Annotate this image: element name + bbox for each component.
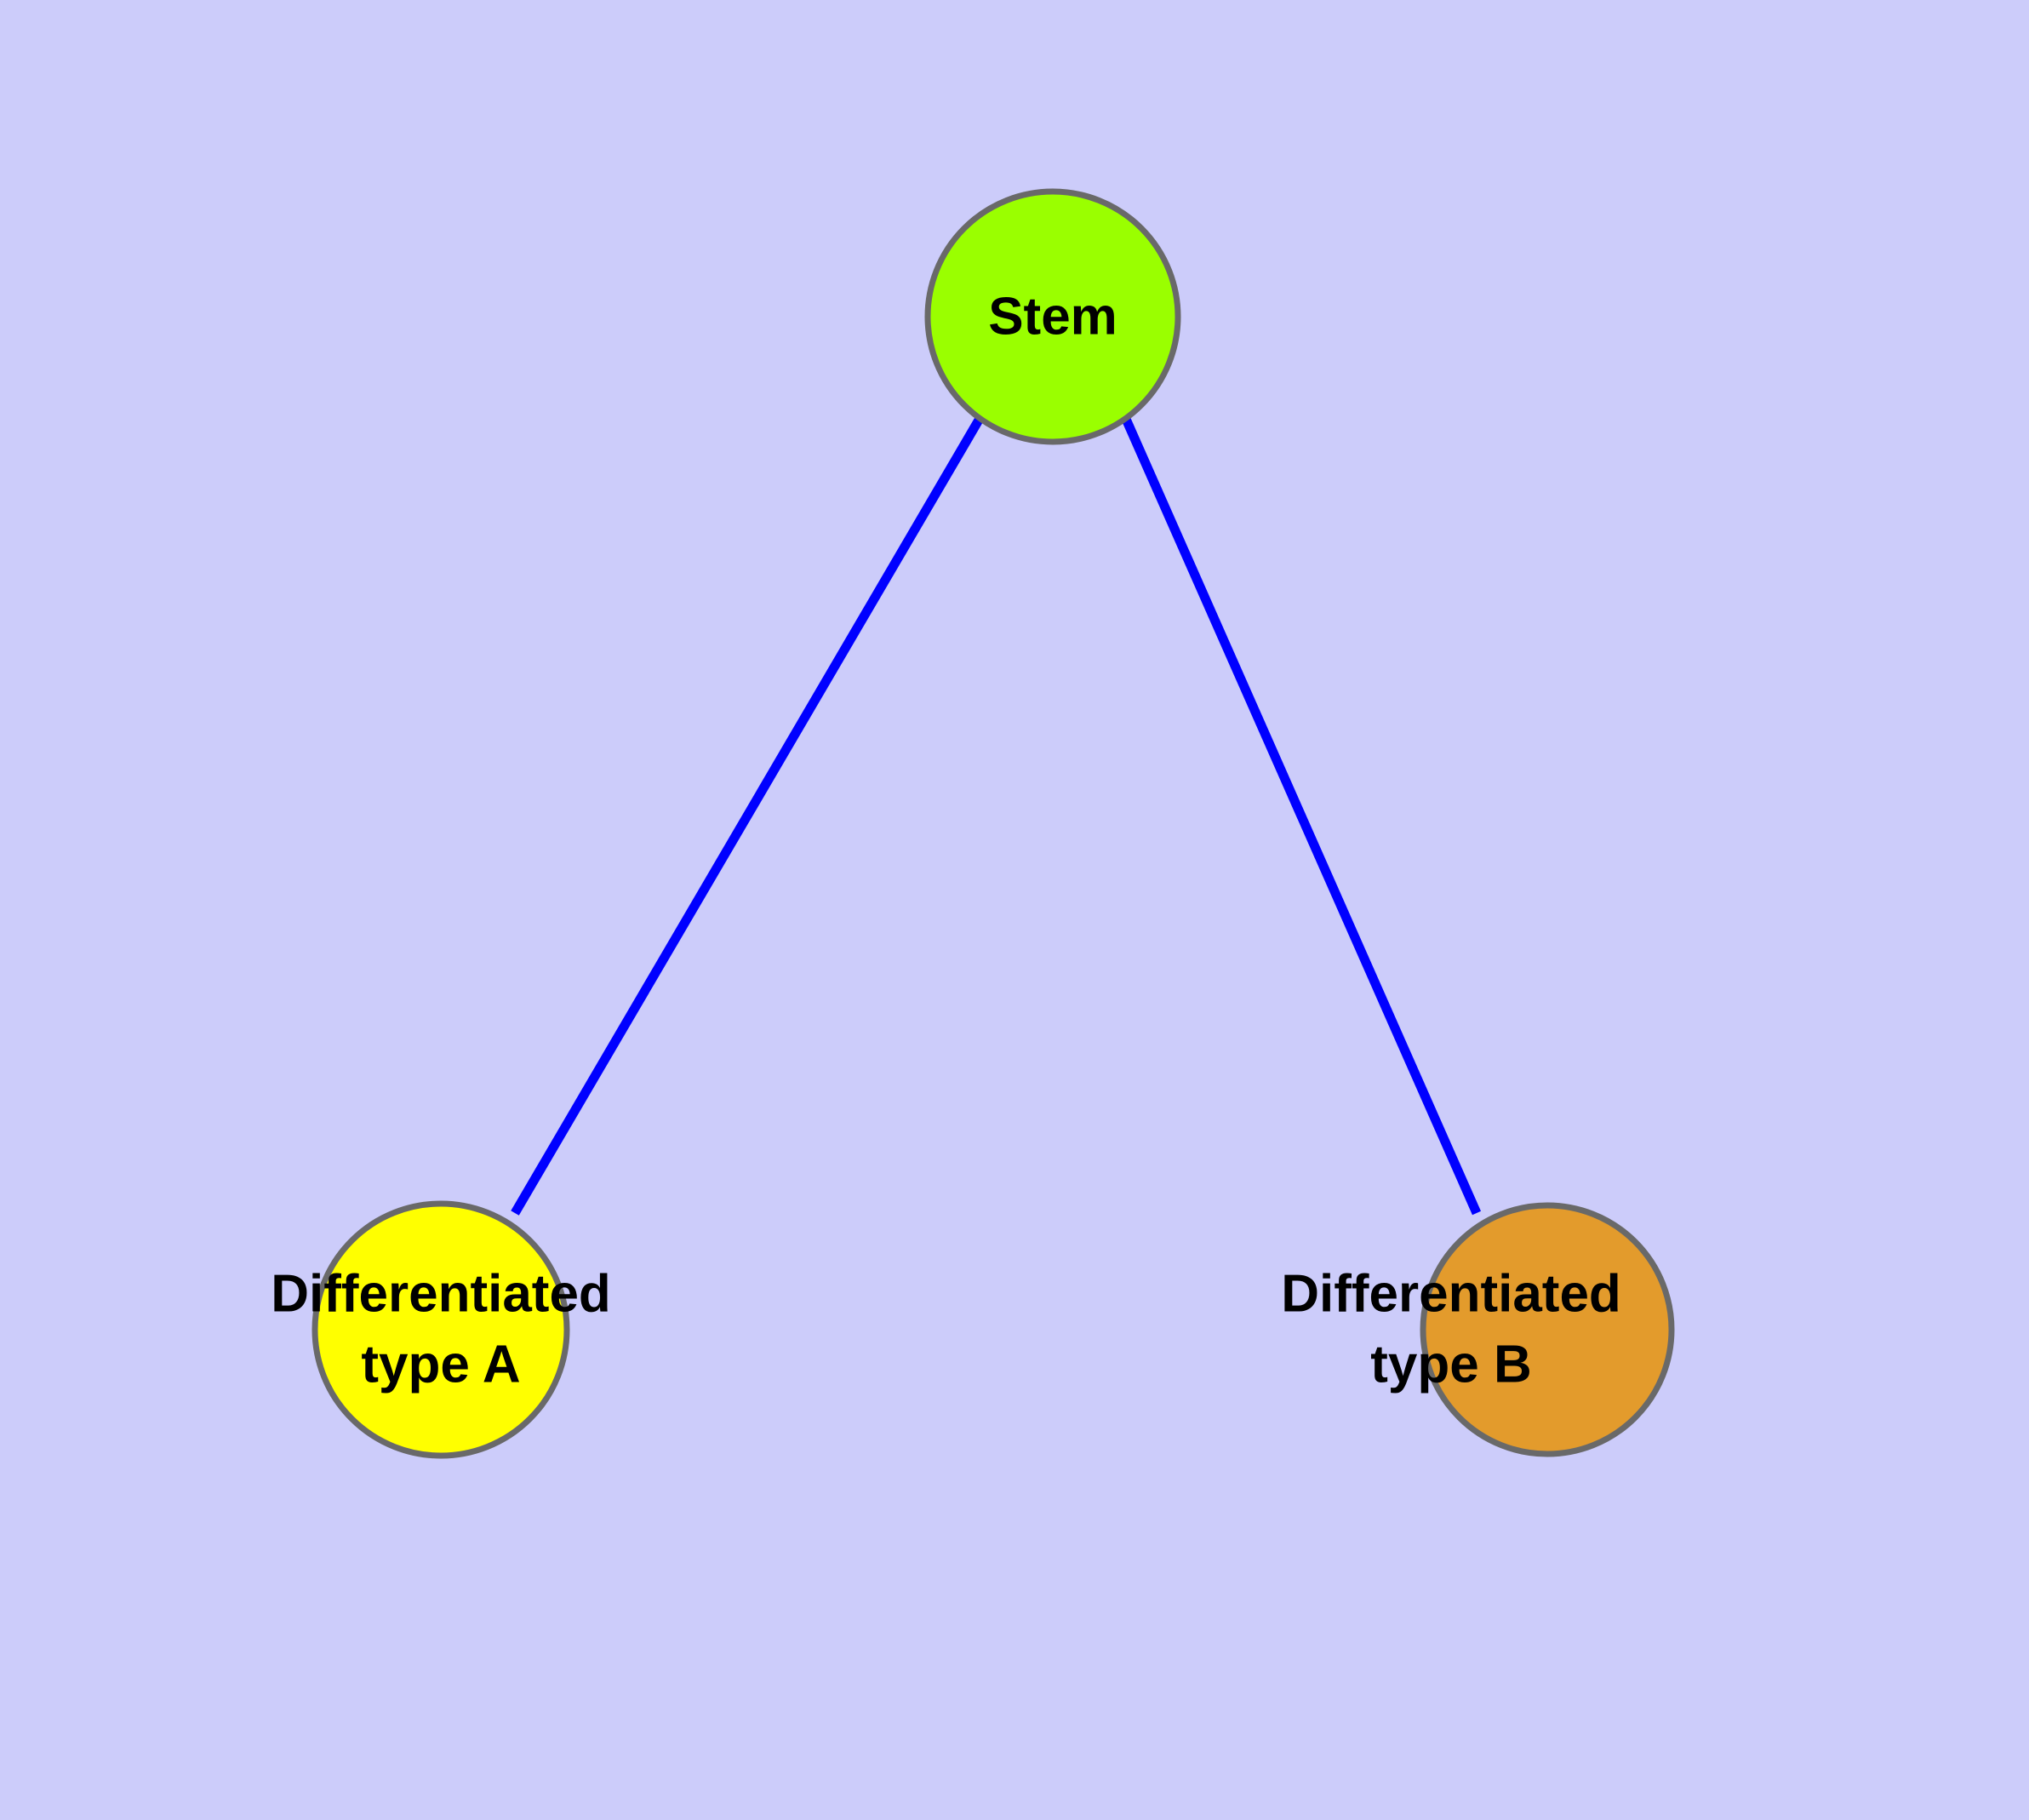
edge-stem-to-differentiated-a[interactable] xyxy=(511,415,985,1216)
node-differentiated-a-label-line1: Differentiated xyxy=(271,1264,611,1323)
edge-layer xyxy=(511,415,1482,1216)
node-differentiated-a-circle[interactable] xyxy=(311,1200,570,1459)
label-layer: Stem Differentiated type A Differentiate… xyxy=(271,287,1621,1394)
node-stem-circle[interactable] xyxy=(924,188,1181,445)
node-differentiated-b-label-line1: Differentiated xyxy=(1281,1264,1621,1323)
node-stem[interactable] xyxy=(924,188,1181,445)
node-layer xyxy=(311,188,1675,1459)
node-stem-label: Stem xyxy=(988,287,1117,346)
node-differentiated-b-label-line2: type B xyxy=(1370,1335,1531,1394)
node-differentiated-a-label-line2: type A xyxy=(361,1335,520,1394)
edge-stem-to-differentiated-b[interactable] xyxy=(1120,415,1482,1216)
node-differentiated-a[interactable] xyxy=(311,1200,570,1459)
node-differentiated-b[interactable] xyxy=(1420,1202,1675,1457)
node-differentiated-b-circle[interactable] xyxy=(1420,1202,1675,1457)
